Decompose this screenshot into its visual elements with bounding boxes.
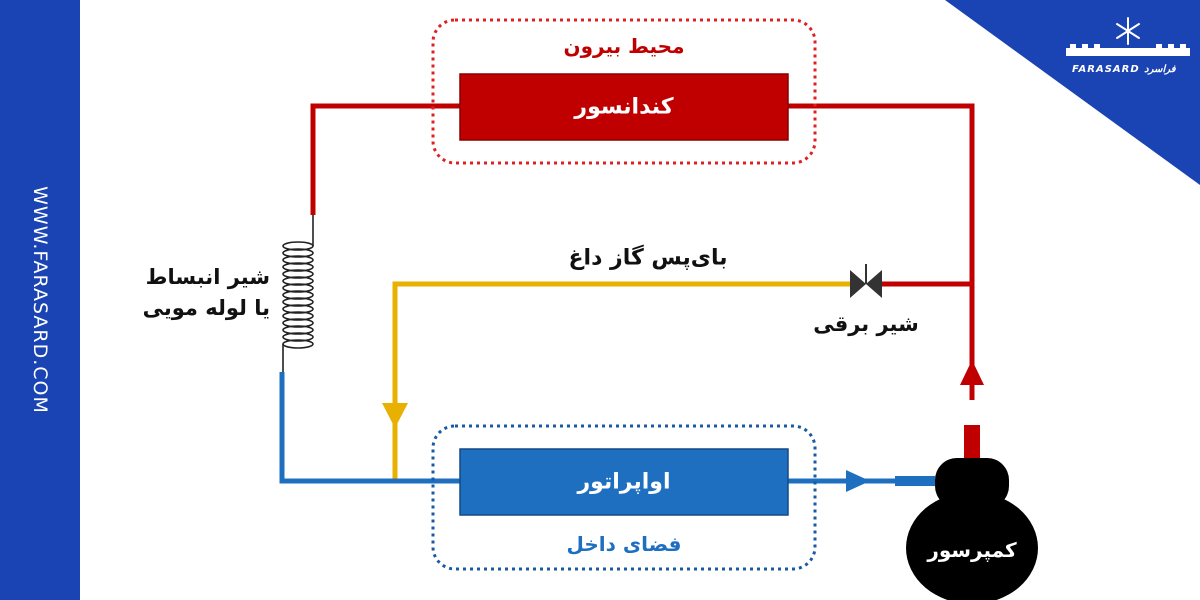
condenser-label: کندانسور (574, 94, 674, 120)
compressor-label: کمپرسور (927, 538, 1017, 562)
expansion-coil-icon (282, 215, 314, 372)
compressor-suction-pipe (895, 476, 935, 486)
expansion-valve-label: شیر انبساط یا لوله مویی (140, 262, 270, 324)
outside-environment-label: محیط بیرون (563, 34, 685, 58)
logo-gear-icon (1066, 44, 1190, 56)
indoor-space-label: فضای داخل (566, 532, 682, 556)
sidebar-band: WWW.FARASARD.COM (0, 0, 80, 600)
evaporator-label: اواپراتور (577, 469, 671, 495)
evaporator-box (459, 448, 789, 516)
compressor-discharge-pipe (964, 425, 980, 460)
expansion-valve-line1: شیر انبساط (145, 265, 270, 289)
hot-gas-bypass-label: بای‌پس گاز داغ (568, 245, 728, 271)
outside-environment-box (431, 18, 817, 165)
condenser-box (459, 73, 789, 141)
yellow-flow-arrow (382, 403, 408, 428)
snowflake-icon (1116, 17, 1140, 45)
red-flow-arrow (960, 360, 984, 385)
solenoid-valve-icon (850, 264, 882, 298)
indoor-space-box (431, 424, 817, 571)
corner-triangle (945, 0, 1200, 185)
solenoid-valve-label: شیر برقی (813, 312, 919, 336)
red-pipe-lines (310, 103, 975, 400)
expansion-valve-line2: یا لوله مویی (142, 296, 270, 320)
brand-logo: FARASARD فراسرد (1072, 64, 1176, 75)
compressor-body (906, 458, 1038, 600)
blue-flow-arrow (846, 470, 870, 492)
